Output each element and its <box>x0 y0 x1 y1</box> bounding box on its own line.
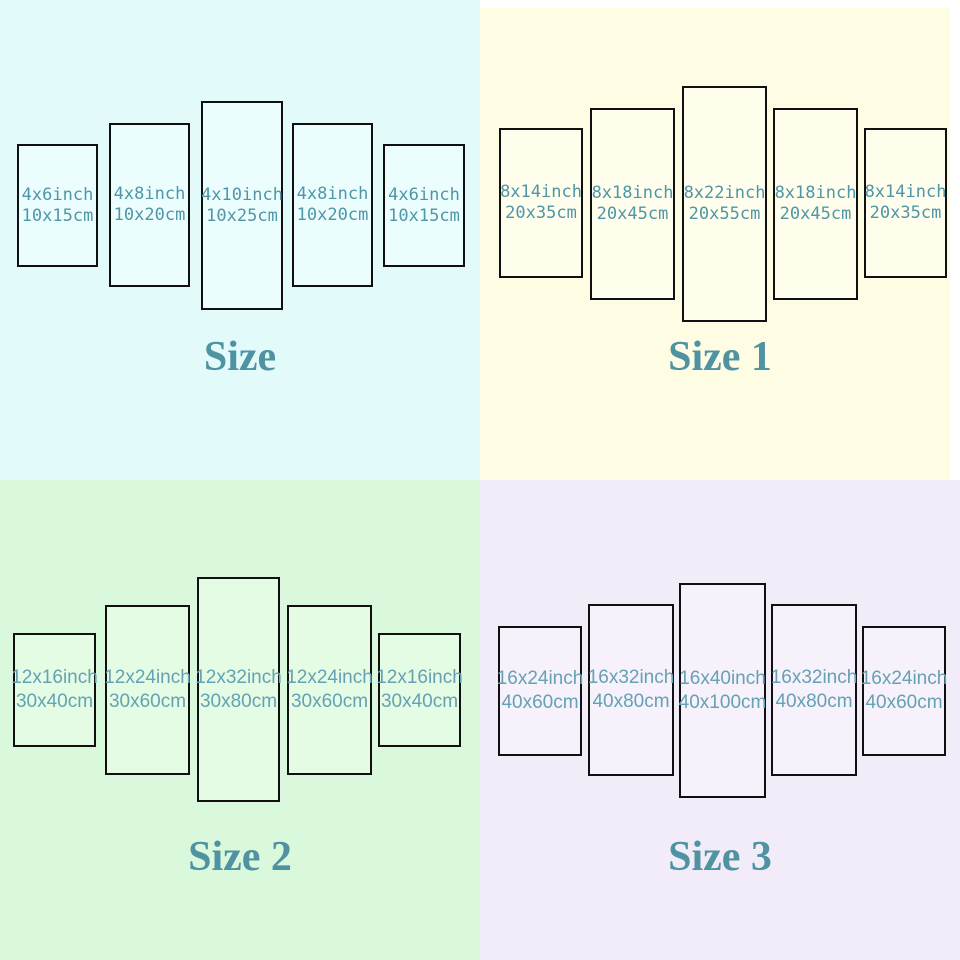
panel-cm-label: 10x15cm <box>21 205 94 226</box>
panel: 8x18inch 20x45cm <box>590 108 675 300</box>
panel: 12x24inch 30x60cm <box>286 605 373 775</box>
panel-cm-label: 20x55cm <box>688 204 761 224</box>
size-quadrant-default: 4x6inch 10x15cm 4x8inch 10x20cm 4x10inch… <box>0 0 480 480</box>
panel-cm-label: 40x80cm <box>775 691 853 712</box>
panel-inch-label: 12x16inch <box>11 667 98 688</box>
panel-inch-label: 8x22inch <box>683 183 766 203</box>
panel-cm-label: 30x40cm <box>380 691 459 712</box>
panel: 4x10inch 10x25cm <box>201 101 283 310</box>
panel: 12x32inch 30x80cm <box>195 577 282 802</box>
panel: 8x22inch 20x55cm <box>682 86 767 322</box>
panel: 16x32inch 40x80cm <box>588 604 674 776</box>
panel-cm-label: 10x20cm <box>113 205 186 225</box>
panel-cm-label: 10x15cm <box>388 205 460 226</box>
panel-inch-label: 12x32inch <box>195 666 282 688</box>
panel-inch-label: 16x24inch <box>860 668 948 689</box>
panel: 12x24inch 30x60cm <box>104 605 191 775</box>
panel-cm-label: 20x45cm <box>596 204 669 224</box>
panel-inch-label: 4x8inch <box>296 184 369 204</box>
panel-inch-label: 16x24inch <box>496 668 584 689</box>
panel: 16x40inch 40x100cm <box>679 583 766 798</box>
panel-inch-label: 4x6inch <box>21 184 94 205</box>
panel: 8x14inch 20x35cm <box>499 128 583 278</box>
panel-cm-label: 30x60cm <box>290 691 369 712</box>
quadrant-title: Size 3 <box>668 834 772 880</box>
panel-cm-label: 30x80cm <box>199 690 278 712</box>
panel: 4x6inch 10x15cm <box>17 144 98 267</box>
panel: 8x14inch 20x35cm <box>864 128 947 278</box>
panel-cm-label: 30x40cm <box>15 691 94 712</box>
panel-cm-label: 20x35cm <box>505 203 577 223</box>
panel-inch-label: 8x14inch <box>500 182 582 202</box>
panel-cm-label: 40x60cm <box>501 692 579 713</box>
panel-cm-label: 10x20cm <box>296 205 369 225</box>
panel-cm-label: 40x100cm <box>678 691 767 713</box>
quadrant-title: Size 1 <box>668 334 772 380</box>
panel-inch-label: 12x16inch <box>376 667 463 688</box>
panel-inch-label: 8x18inch <box>591 183 674 203</box>
panel-inch-label: 12x24inch <box>286 667 373 688</box>
panel-inch-label: 4x6inch <box>388 184 460 205</box>
panel-inch-label: 4x10inch <box>201 184 283 205</box>
panel: 12x16inch 30x40cm <box>376 633 463 747</box>
panel-cm-label: 20x35cm <box>869 203 942 223</box>
quadrant-title: Size <box>203 334 277 380</box>
panel-cm-label: 20x45cm <box>779 204 852 224</box>
panel-inch-label: 12x24inch <box>104 667 191 688</box>
panel: 16x32inch 40x80cm <box>771 604 857 776</box>
panel-cm-label: 40x60cm <box>865 692 943 713</box>
panel: 12x16inch 30x40cm <box>11 633 98 747</box>
panel: 4x8inch 10x20cm <box>292 123 373 287</box>
size-quadrant-3: 16x24inch 40x60cm 16x32inch 40x80cm 16x4… <box>480 480 960 960</box>
panel: 8x18inch 20x45cm <box>773 108 858 300</box>
size-quadrant-1: 8x14inch 20x35cm 8x18inch 20x45cm 8x22in… <box>480 0 960 480</box>
panel-cm-label: 10x25cm <box>206 205 278 226</box>
panel: 4x6inch 10x15cm <box>383 144 465 267</box>
panel-inch-label: 16x40inch <box>679 667 766 689</box>
panel-cm-label: 40x80cm <box>592 691 670 712</box>
panel-inch-label: 16x32inch <box>587 667 675 688</box>
panel-inch-label: 8x18inch <box>774 183 857 203</box>
panel-inch-label: 8x14inch <box>864 182 947 202</box>
panel: 16x24inch 40x60cm <box>860 626 948 756</box>
panel-inch-label: 4x8inch <box>113 184 186 204</box>
quadrant-title: Size 2 <box>188 834 292 880</box>
panel: 4x8inch 10x20cm <box>109 123 190 287</box>
panel-cm-label: 30x60cm <box>108 691 187 712</box>
size-quadrant-2: 12x16inch 30x40cm 12x24inch 30x60cm 12x3… <box>0 480 480 960</box>
panel-inch-label: 16x32inch <box>770 667 858 688</box>
panel: 16x24inch 40x60cm <box>496 626 584 756</box>
